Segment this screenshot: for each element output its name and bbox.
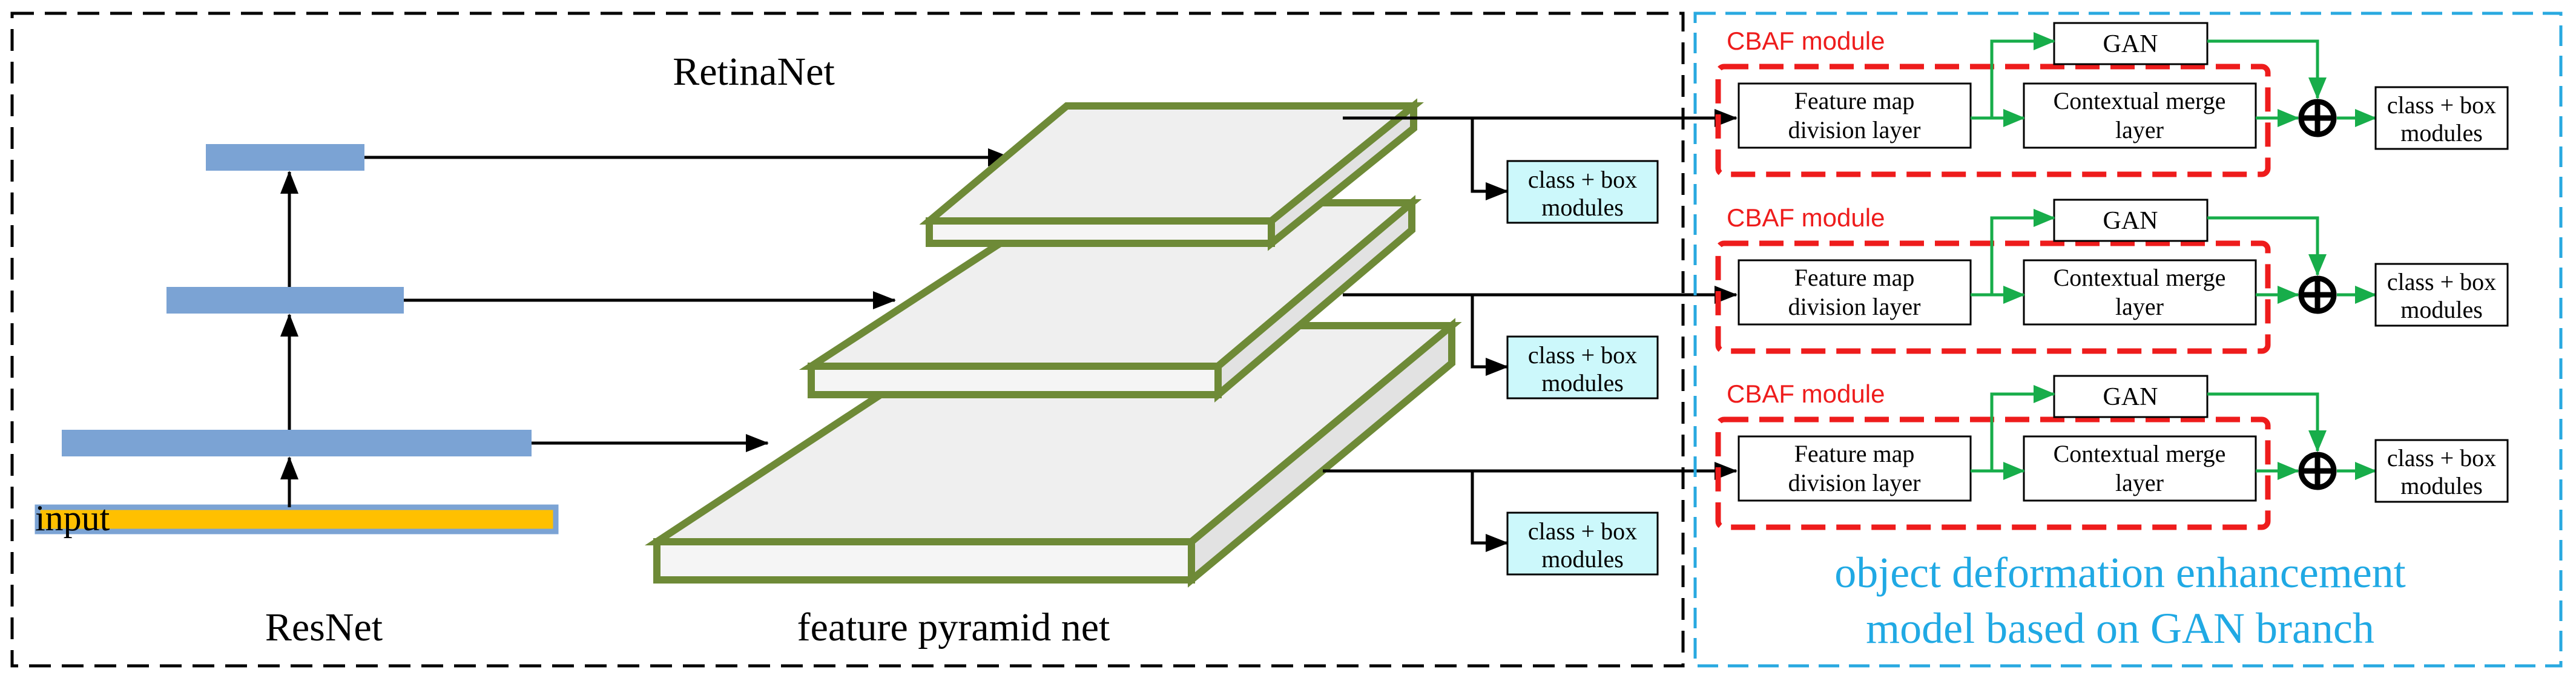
retina-head-3-line1: class + box	[1528, 518, 1637, 545]
cbaf-module-3-sum-icon	[2298, 452, 2337, 490]
cbaf-module-1-contextual-merge	[2023, 82, 2257, 149]
retinanet-panel-border	[10, 12, 1685, 668]
branch-caption-line2: model based on GAN branch	[1866, 604, 2374, 653]
cbaf-module-2-out-line1: class + box	[2387, 268, 2496, 295]
cbaf-module-2-gan: GAN	[2103, 207, 2158, 235]
cbaf-module-1-fmd-line1: Feature map	[1794, 87, 1915, 114]
cbaf-module-2-gan-box	[2053, 199, 2209, 242]
cbaf-module-3-cm-line2: layer	[2115, 469, 2164, 496]
cbaf-module-3-feature-map-division	[1738, 435, 1972, 502]
input-bar	[35, 504, 559, 534]
resnet-level-2-bar	[166, 287, 404, 314]
cbaf-module-1-cm-line2: layer	[2115, 116, 2164, 143]
cbaf-module-1-feature-map-division	[1738, 82, 1972, 149]
cbaf-module-2-contextual-merge	[2023, 259, 2257, 326]
retinanet-title: RetinaNet	[673, 50, 835, 94]
cbaf-module-1-gan: GAN	[2103, 30, 2158, 58]
cbaf-module-2-feature-map-division	[1738, 259, 1972, 326]
retina-head-1: class + box modules	[1506, 160, 1659, 224]
cbaf-module-2-fmd-line2: division layer	[1788, 293, 1921, 320]
cbaf-module-1: CBAF module GAN Feature map division lay…	[1715, 22, 2509, 177]
cbaf-module-2-fmd-line1: Feature map	[1794, 264, 1915, 291]
cbaf-module-2-cm-line2: layer	[2115, 293, 2164, 320]
retina-head-3: class + box modules	[1506, 511, 1659, 576]
fpn-label: feature pyramid net	[797, 605, 1110, 649]
cbaf-module-3-output-box	[2374, 439, 2509, 503]
cbaf-module-2-label: CBAF module	[1727, 203, 1885, 232]
input-label: input	[35, 498, 110, 538]
cbaf-module-3-fmd-line2: division layer	[1788, 469, 1921, 496]
cbaf-module-1-sum-icon	[2298, 99, 2337, 137]
cbaf-module-3-label: CBAF module	[1727, 380, 1885, 408]
gan-branch-panel-border	[1693, 12, 2563, 668]
fpn-level-top	[919, 98, 1424, 251]
cbaf-module-3-out-line2: modules	[2400, 472, 2483, 499]
retina-head-2-line1: class + box	[1528, 341, 1637, 369]
cbaf-module-2-sum-icon	[2298, 275, 2337, 314]
cbaf-module-3-cm-line1: Contextual merge	[2054, 440, 2226, 467]
cbaf-module-1-cm-line1: Contextual merge	[2054, 87, 2226, 114]
cbaf-module-3-gan-box	[2053, 375, 2209, 418]
resnet-level-3-bar	[206, 144, 364, 171]
branch-caption-line1: object deformation enhancement	[1834, 548, 2406, 597]
resnet-level-1-bar	[62, 430, 532, 456]
retina-head-2-line2: modules	[1541, 369, 1624, 396]
cbaf-module-3-fmd-line1: Feature map	[1794, 440, 1915, 467]
cbaf-module-2-out-line2: modules	[2400, 296, 2483, 323]
retina-head-1-line1: class + box	[1528, 166, 1637, 193]
cbaf-module-1-out-line2: modules	[2400, 119, 2483, 146]
cbaf-module-1-out-line1: class + box	[2387, 91, 2496, 119]
resnet-label: ResNet	[265, 605, 383, 649]
cbaf-module-1-fmd-line2: division layer	[1788, 116, 1921, 143]
fpn-output-connectors	[1323, 109, 1738, 552]
cbaf-module-1-gan-box	[2053, 22, 2209, 65]
cbaf-module-1-output-box	[2374, 86, 2509, 150]
cbaf-module-2: CBAF module GAN Feature map division lay…	[1715, 199, 2509, 354]
cbaf-module-2-output-box	[2374, 263, 2509, 327]
retina-head-1-line2: modules	[1541, 194, 1624, 221]
cbaf-module-3-contextual-merge	[2023, 435, 2257, 502]
cbaf-module-3-out-line1: class + box	[2387, 444, 2496, 472]
retina-head-3-line2: modules	[1541, 545, 1624, 573]
fpn-level-bottom	[644, 318, 1462, 588]
cbaf-module-1-label: CBAF module	[1727, 27, 1885, 55]
cbaf-module-3: CBAF module GAN Feature map division lay…	[1715, 375, 2509, 530]
cbaf-module-3-gan: GAN	[2103, 383, 2158, 411]
retina-head-2: class + box modules	[1506, 335, 1659, 400]
cbaf-module-2-cm-line1: Contextual merge	[2054, 264, 2226, 291]
